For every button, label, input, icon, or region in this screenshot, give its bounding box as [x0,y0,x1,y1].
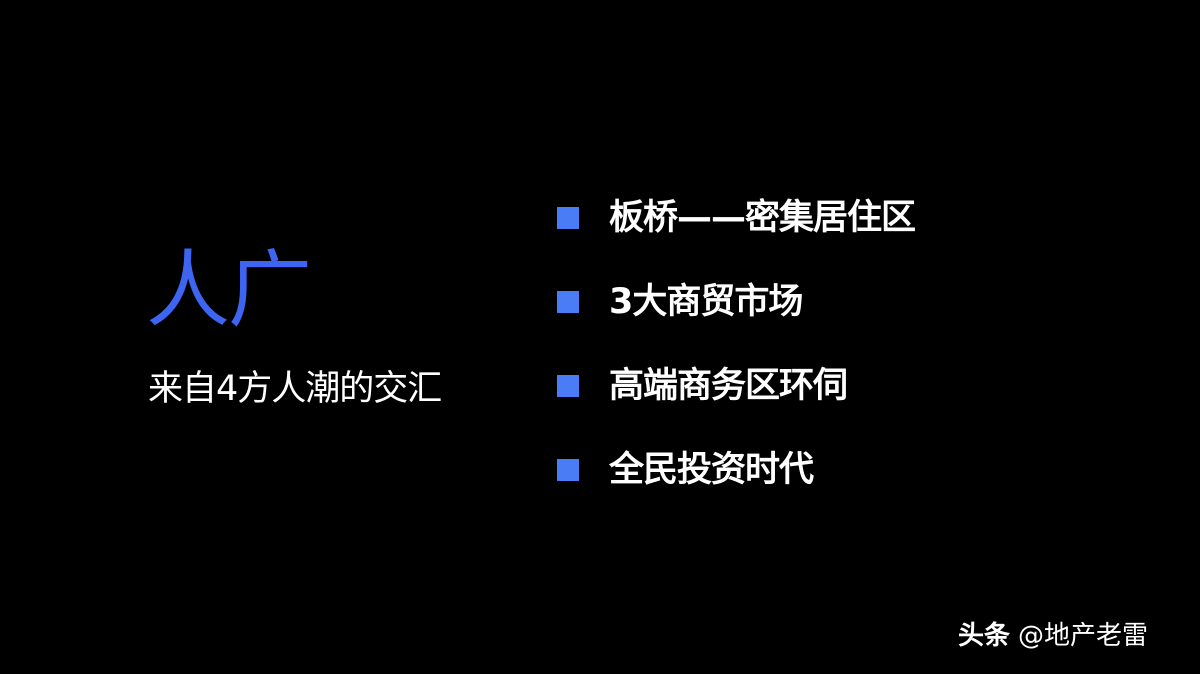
watermark-brand: 头条 [958,621,1011,651]
watermark: 头条 @地产老雷 [958,618,1148,654]
square-bullet-icon [557,375,579,397]
bullet-text: 3大商贸市场 [609,282,803,322]
slide-title: 人广 [146,241,312,339]
bullet-text: 板桥——密集居住区 [609,198,916,238]
bullet-item: 全民投资时代 [557,428,915,512]
bullet-text: 全民投资时代 [609,450,814,490]
bullet-list: 板桥——密集居住区 3大商贸市场 高端商务区环伺 全民投资时代 [557,176,916,512]
square-bullet-icon [557,459,579,481]
bullet-item: 高端商务区环伺 [557,344,915,428]
watermark-handle: @地产老雷 [1018,621,1149,651]
square-bullet-icon [557,207,579,229]
slide-subtitle: 来自4方人潮的交汇 [148,369,442,409]
bullet-text: 高端商务区环伺 [609,366,848,406]
bullet-item: 3大商贸市场 [557,260,915,344]
bullet-item: 板桥——密集居住区 [557,176,916,260]
square-bullet-icon [557,291,579,313]
